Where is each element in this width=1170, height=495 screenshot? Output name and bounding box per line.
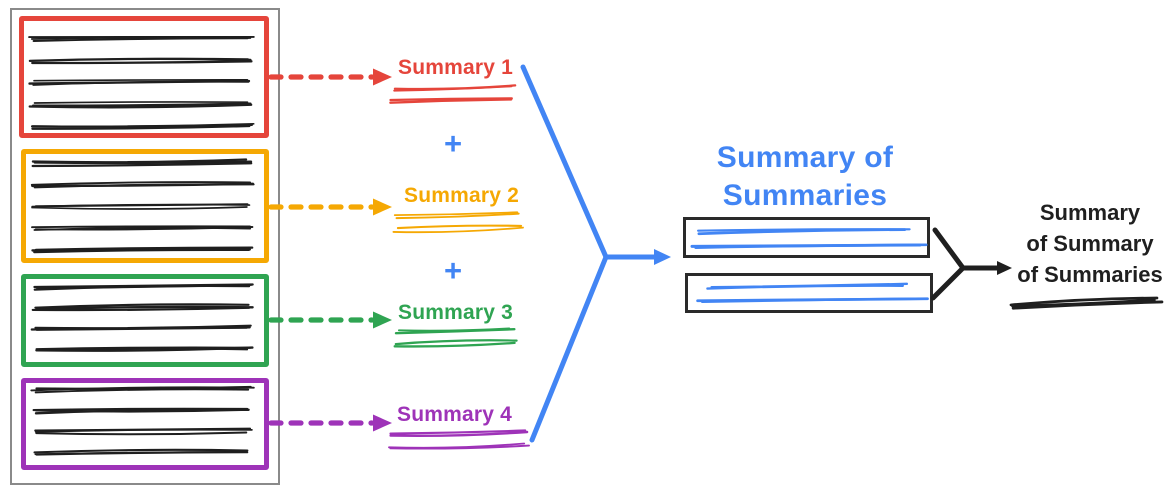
plus-sign-top: + <box>444 126 463 161</box>
dashed-arrow-4 <box>268 414 392 432</box>
summary-2-label: Summary 2 <box>404 184 520 207</box>
document-section-1-box <box>19 16 269 138</box>
summary-1-label: Summary 1 <box>398 56 514 79</box>
merge-arrow-black <box>930 227 1012 301</box>
dashed-arrow-3 <box>268 311 392 329</box>
dashed-arrow-2 <box>268 198 392 216</box>
document-section-3-box <box>21 274 269 367</box>
final-summary-scribble <box>1009 296 1164 310</box>
summary-of-summaries-title-line2: Summaries <box>722 179 888 212</box>
merge-arrow-blue <box>520 64 671 443</box>
final-summary-title-line3: of Summaries <box>1017 262 1163 287</box>
final-summary-title-line1: Summary <box>1039 200 1141 225</box>
plus-sign-bottom: + <box>444 253 463 288</box>
document-section-2-box <box>21 149 269 263</box>
final-summary-title-line2: of Summary <box>1026 231 1154 256</box>
summary-3-label: Summary 3 <box>398 301 514 324</box>
summary-3-scribble <box>393 327 518 348</box>
summary-4-scribble <box>388 429 530 450</box>
summary-2-scribble <box>392 211 524 234</box>
summary-1-scribble <box>389 84 517 104</box>
document-section-4-box <box>21 378 269 470</box>
summary-of-summaries-box-1 <box>683 217 930 258</box>
final-summary-title: Summary of Summary of Summaries <box>1008 197 1170 290</box>
summary-of-summaries-title-line1: Summary of <box>716 141 894 174</box>
summary-4-label: Summary 4 <box>397 403 513 426</box>
summary-of-summaries-title: Summary of Summaries <box>655 139 955 215</box>
dashed-arrow-1 <box>268 68 392 86</box>
summary-of-summaries-box-2 <box>685 273 933 313</box>
